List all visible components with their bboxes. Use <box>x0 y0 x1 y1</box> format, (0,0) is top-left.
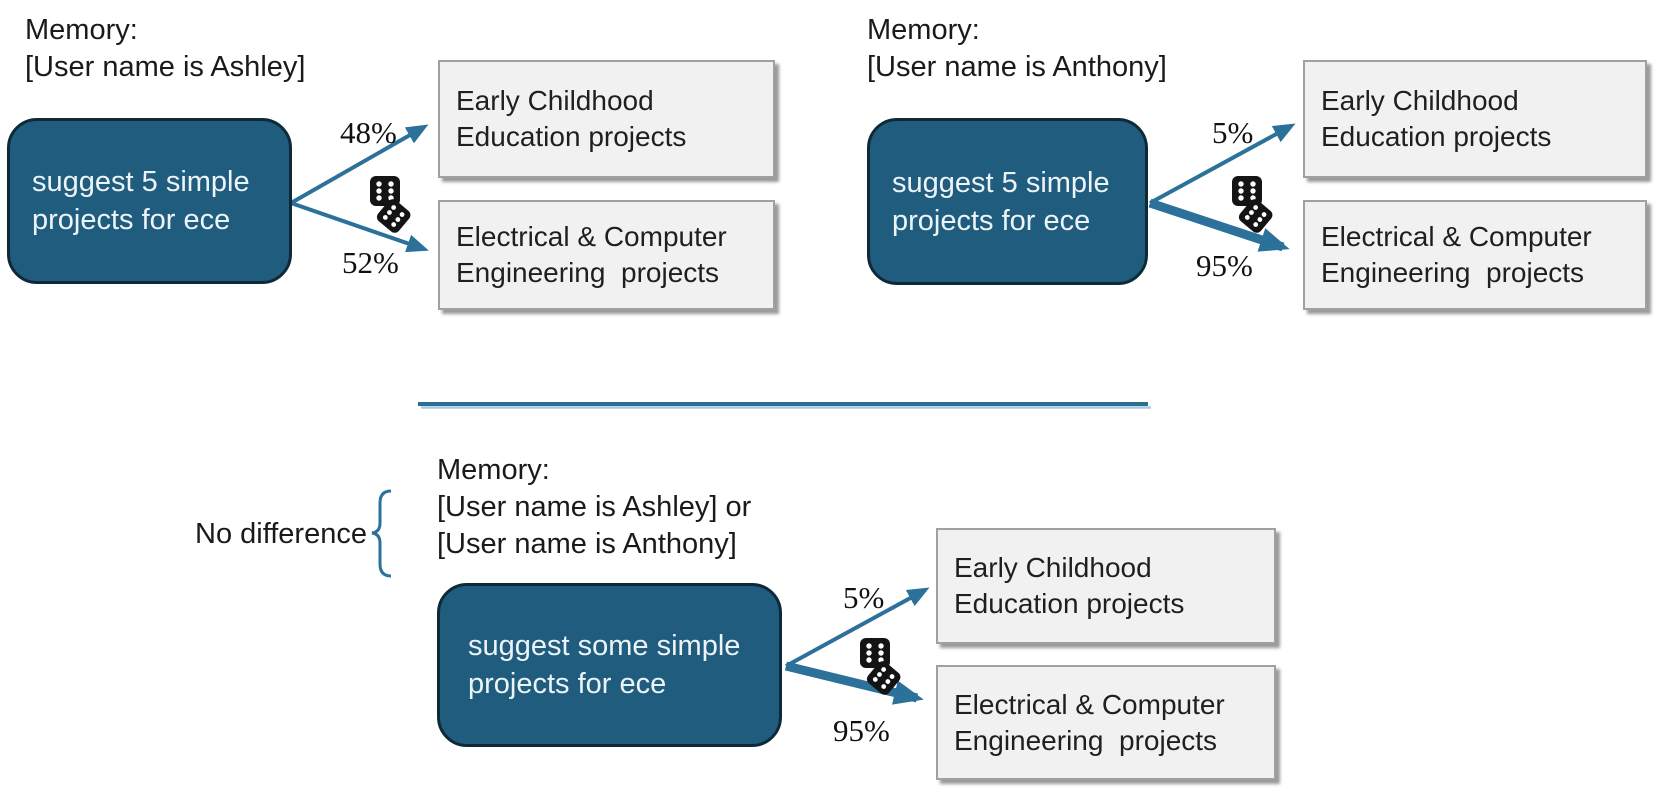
arrow-anthony-5pct <box>1149 123 1296 205</box>
probability-label-48pct: 48% <box>340 115 397 150</box>
arrow-merged-5pct <box>785 587 930 668</box>
arrow-ashley-48pct <box>290 124 429 205</box>
arrow-merged-95pct <box>784 661 924 705</box>
arrow-anthony-95pct <box>1148 198 1290 252</box>
die-six <box>1232 176 1262 206</box>
memory-note-merged: Memory: [User name is Ashley] or [User n… <box>437 452 751 563</box>
memory-line: [User name is Ashley] <box>25 51 306 83</box>
memory-line: [User name is Anthony] <box>867 51 1167 83</box>
die-six-rotated <box>1238 199 1273 233</box>
memory-title: Memory: <box>437 454 550 486</box>
probability-label-95pct: 95% <box>1196 248 1253 283</box>
die-six <box>370 176 400 206</box>
dice-icon <box>860 638 901 695</box>
no-difference-label: No difference <box>195 518 367 550</box>
memory-title: Memory: <box>867 14 980 46</box>
left-brace-icon <box>371 489 392 578</box>
probability-label-5pct: 5% <box>1212 115 1254 150</box>
probability-label-95pct: 95% <box>833 713 890 748</box>
probability-label-5pct: 5% <box>843 580 885 615</box>
probability-label-52pct: 52% <box>342 245 399 280</box>
memory-note-ashley: Memory: [User name is Ashley] <box>25 12 305 86</box>
memory-line: [User name is Anthony] <box>437 528 737 560</box>
die-six-rotated <box>376 199 411 233</box>
memory-note-anthony: Memory: [User name is Anthony] <box>867 12 1167 86</box>
arrow-ashley-52pct <box>290 201 429 253</box>
memory-line: [User name is Ashley] or <box>437 491 752 523</box>
die-six <box>860 638 890 668</box>
memory-title: Memory: <box>25 14 138 46</box>
dice-icon <box>370 176 411 233</box>
dice-icon <box>1232 176 1273 233</box>
die-six-rotated <box>866 661 901 695</box>
